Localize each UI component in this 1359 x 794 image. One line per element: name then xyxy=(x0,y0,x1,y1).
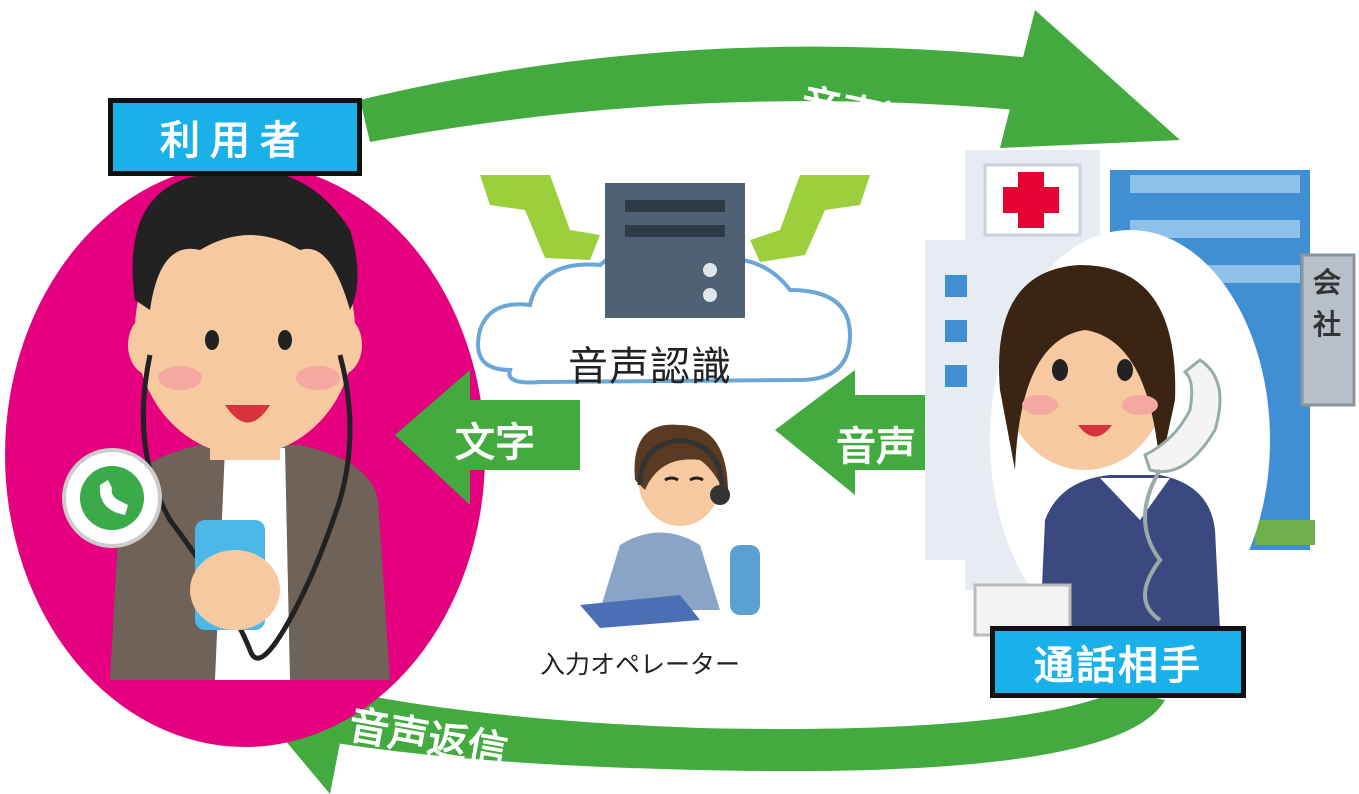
operator-illustration xyxy=(580,424,760,628)
text-arrow-label: 文字 xyxy=(455,420,535,466)
company-sign-label: 会社 xyxy=(1312,266,1341,341)
partner-label: 通話相手 xyxy=(990,626,1246,698)
voice-send-arrow xyxy=(360,10,1180,148)
user-label: 利用者 xyxy=(108,98,362,176)
voice-arrow-label: 音声 xyxy=(836,424,916,470)
speech-recognition-cloud xyxy=(476,175,870,385)
input-operator-label: 入力オペレーター xyxy=(540,650,741,679)
partner-person-illustration xyxy=(973,265,1222,637)
user-person-illustration xyxy=(62,169,390,680)
text-arrow xyxy=(395,370,580,505)
speech-recognition-label: 音声認識 xyxy=(568,344,732,390)
